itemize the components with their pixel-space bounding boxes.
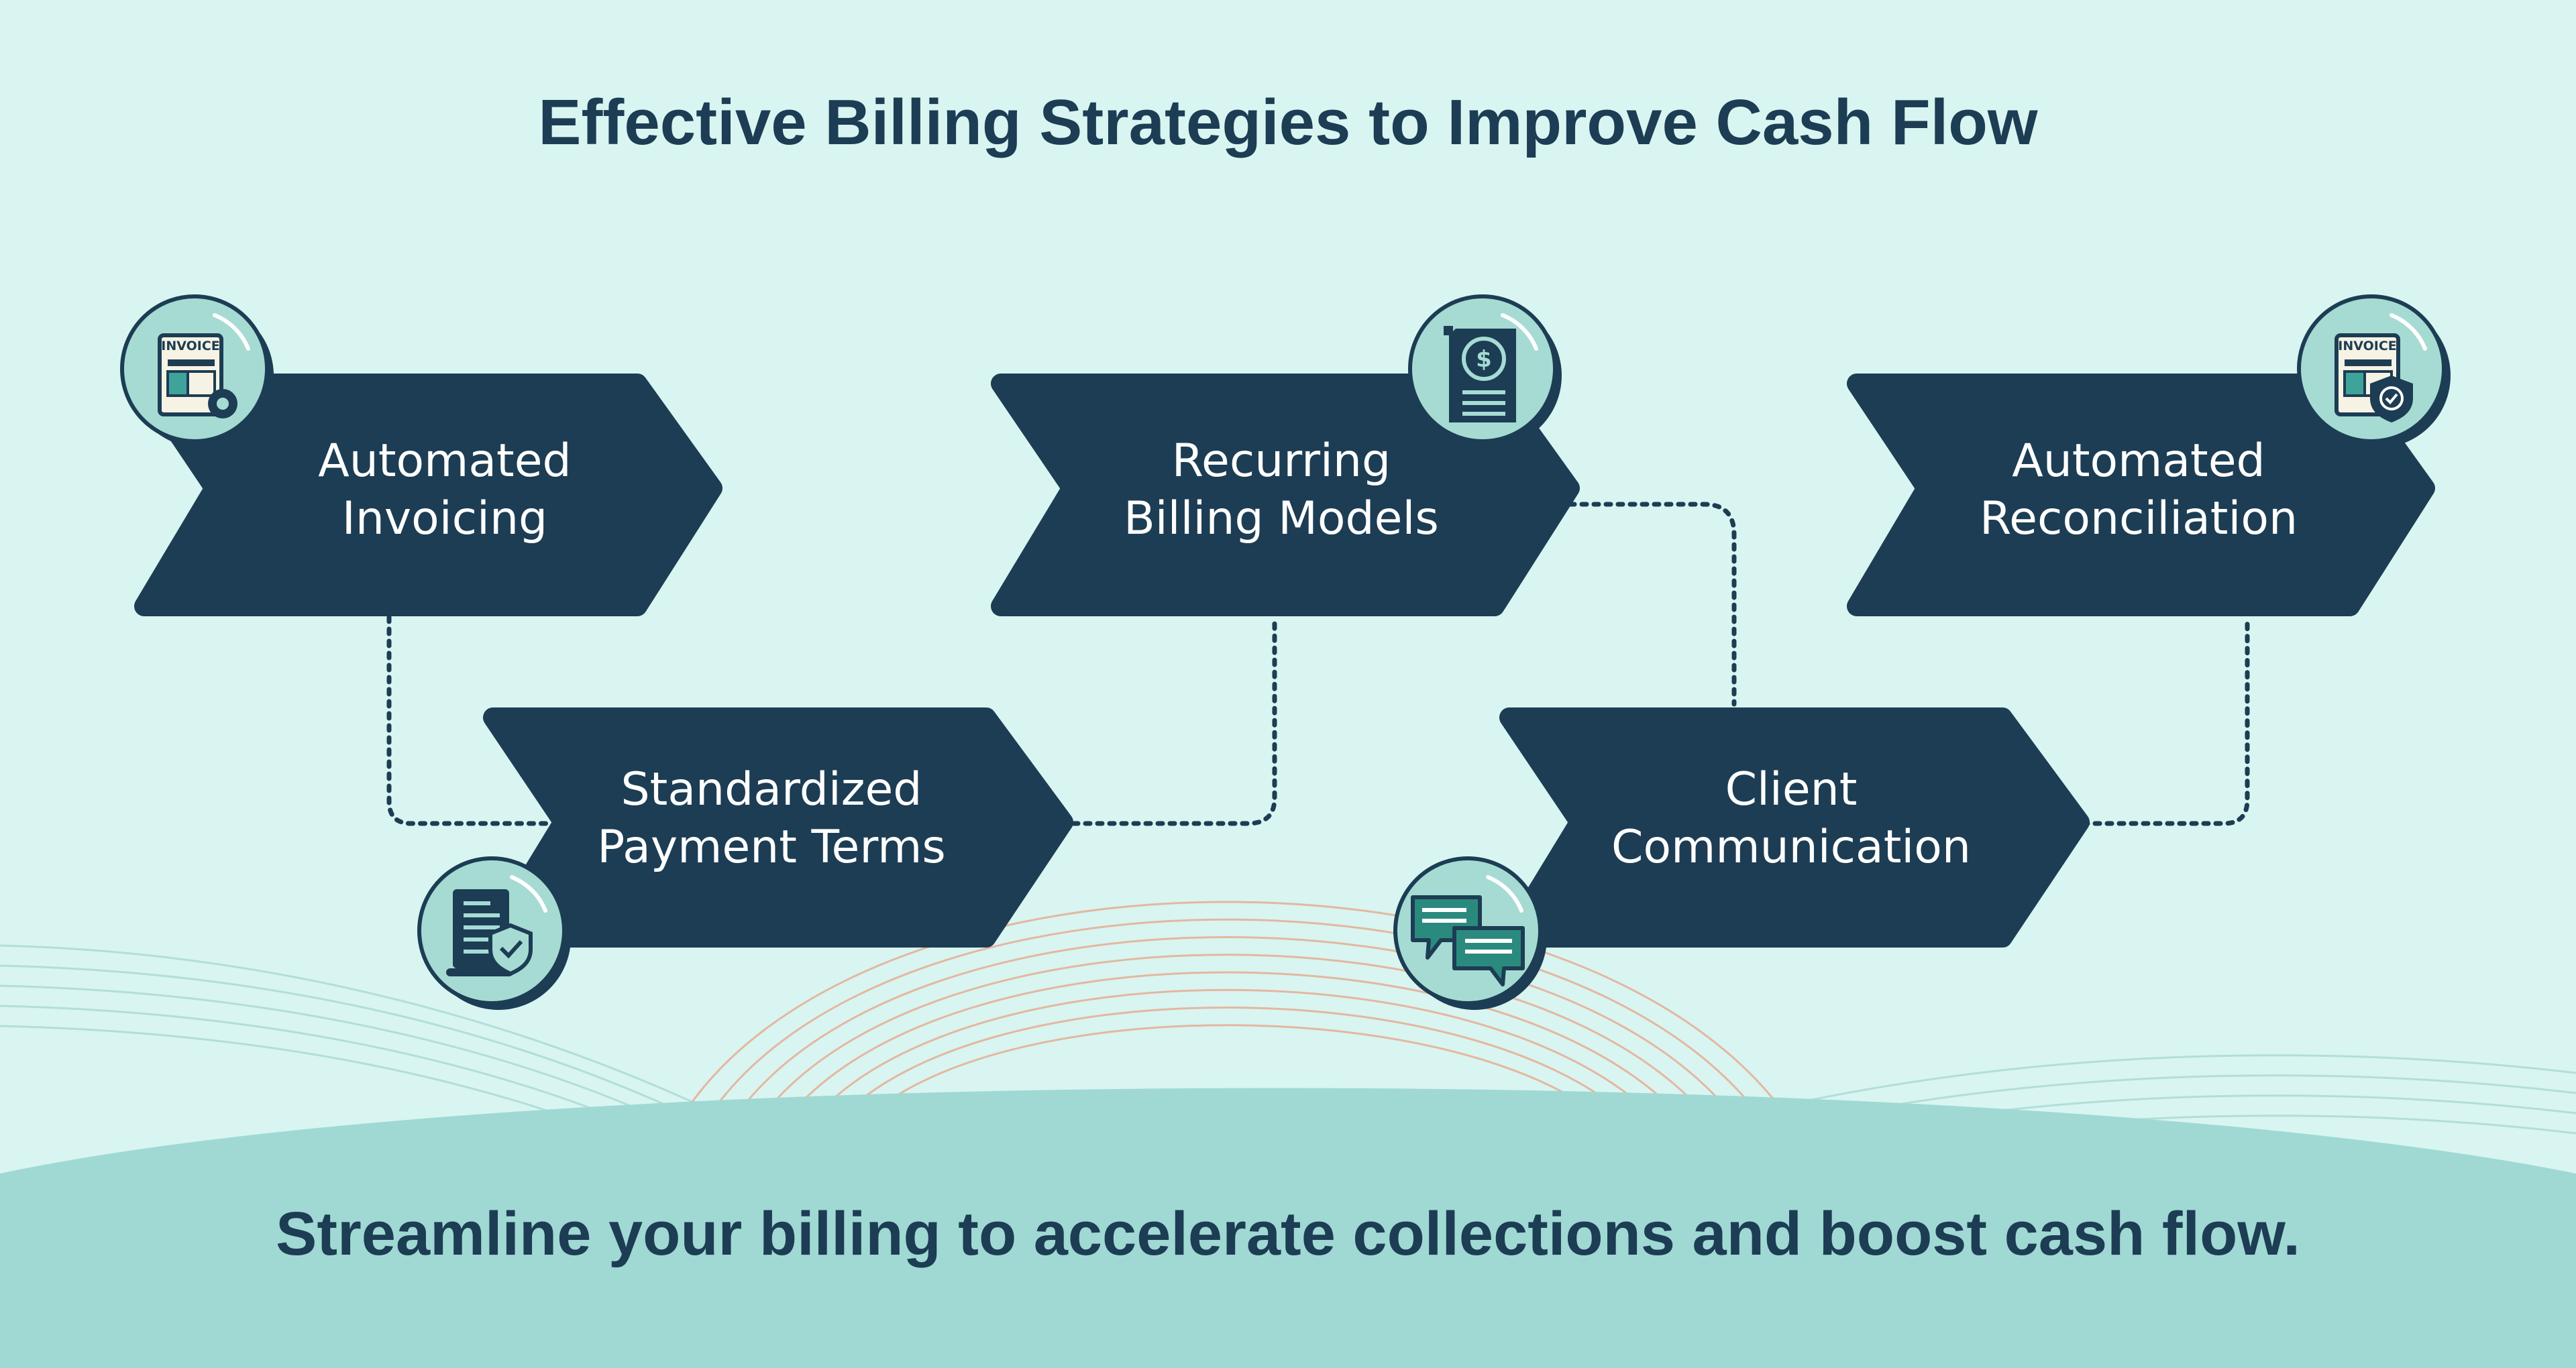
step-label-recurring-billing-models: Recurring Billing Models: [1046, 433, 1516, 548]
step-label-line1: Client: [1725, 763, 1858, 816]
step-label-line2: Invoicing: [341, 492, 548, 545]
background-wave-lines: [0, 944, 2576, 1168]
connector-3-4: [1567, 502, 1737, 707]
svg-text:$: $: [1476, 346, 1492, 373]
step-label-line1: Standardized: [621, 763, 922, 816]
step-label-line1: Automated: [2012, 435, 2265, 488]
background-arc-lines: [683, 901, 1786, 1115]
connector-2-3: [1071, 618, 1277, 826]
invoice-badge-text: INVOICE: [2338, 339, 2397, 353]
invoice-gear-icon: INVOICE: [120, 294, 274, 448]
page-title: Effective Billing Strategies to Improve …: [538, 87, 2038, 158]
step-label-line2: Reconciliation: [1979, 492, 2298, 545]
chevron-standardized-payment-terms: [483, 707, 1073, 948]
step-label-line1: Automated: [318, 435, 572, 488]
chevron-client-communication: [1499, 707, 2090, 948]
step-label-line2: Payment Terms: [597, 821, 946, 874]
invoice-shield-check-icon: INVOICE: [2297, 294, 2451, 448]
step-label-automated-invoicing: Automated Invoicing: [210, 433, 680, 548]
recurring-dollar-document-icon: $: [1408, 294, 1562, 448]
step-label-line1: Recurring: [1171, 435, 1391, 488]
connector-4-5: [2080, 618, 2250, 826]
invoice-badge-text: INVOICE: [161, 339, 220, 353]
step-label-line2: Billing Models: [1124, 492, 1439, 545]
step-label-line2: Communication: [1611, 821, 1971, 874]
chat-bubbles-icon: [1393, 856, 1547, 1010]
step-chevrons: [134, 374, 2435, 948]
step-label-standardized-payment-terms: Standardized Payment Terms: [537, 761, 1006, 876]
step-label-automated-reconciliation: Automated Reconciliation: [1904, 433, 2373, 548]
chevron-automated-invoicing: [134, 374, 722, 616]
connector-1-2: [386, 614, 553, 826]
step-label-client-communication: Client Communication: [1556, 761, 2026, 876]
footer-wave: [0, 1088, 2576, 1368]
footer-tagline: Streamline your billing to accelerate co…: [276, 1200, 2300, 1268]
document-shield-icon: [417, 856, 571, 1010]
connector-lines: [386, 502, 2250, 826]
